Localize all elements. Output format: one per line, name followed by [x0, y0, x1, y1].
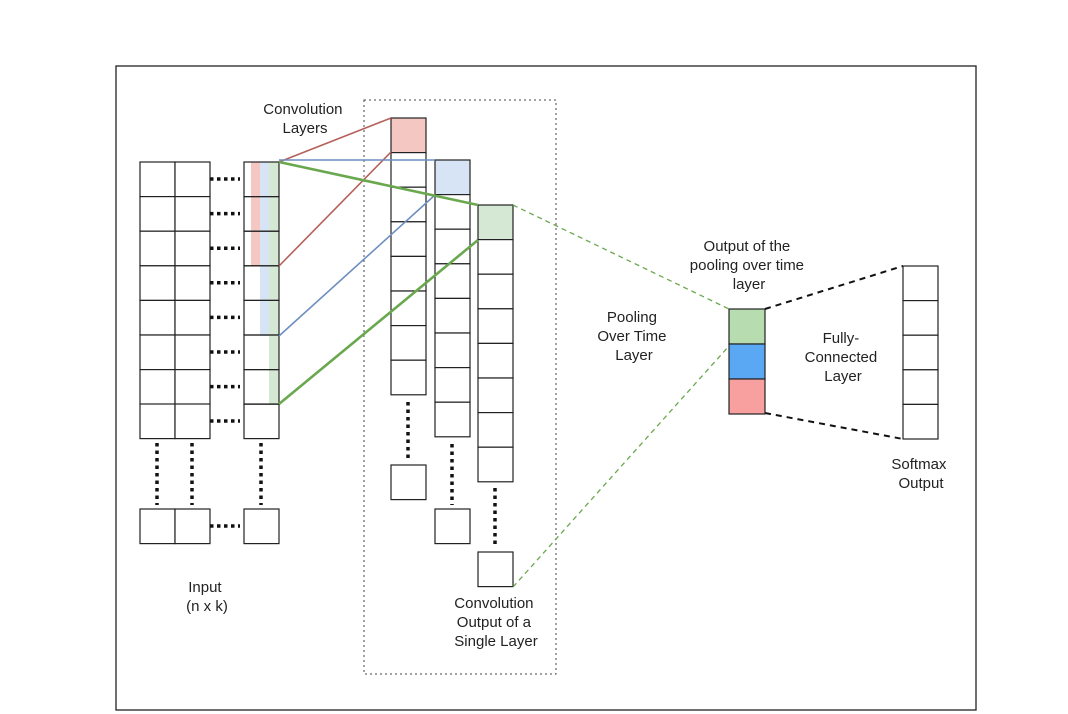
- conv-output-cell: [477, 342, 514, 379]
- conv-output-cell: [434, 508, 471, 545]
- softmax-output-label: Softmax Output: [891, 456, 950, 492]
- green-filter-line: [278, 160, 479, 207]
- pooled-green-cell: [728, 308, 766, 345]
- fully-connected-dashed-line: [764, 265, 904, 310]
- input-label: Input (n x k): [186, 579, 228, 615]
- conv-output-cell: [434, 332, 471, 369]
- convolution-output-columns: [390, 117, 514, 588]
- conv-output-cell: [477, 446, 514, 483]
- conv-output-cell: [477, 412, 514, 448]
- softmax-output-cell: [902, 334, 939, 371]
- conv-output-cell: [390, 221, 427, 258]
- softmax-output-cell: [902, 369, 939, 405]
- conv-output-cell: [390, 359, 427, 396]
- conv-output-cell: [477, 551, 514, 588]
- input-cell: [174, 265, 211, 301]
- input-cell: [243, 508, 280, 545]
- softmax-output-vector: [902, 265, 939, 440]
- fully-connected-label: Fully- Connected Layer: [805, 330, 882, 385]
- filter-connections: [278, 117, 904, 588]
- conv-output-cell: [477, 273, 514, 310]
- input-cell: [174, 299, 211, 336]
- input-cell: [174, 230, 211, 267]
- conv-output-cell: [390, 152, 427, 188]
- red-filter-highlight: [251, 162, 261, 266]
- red-conv-output-cell: [390, 117, 427, 154]
- input-cell: [174, 508, 211, 545]
- conv-output-cell: [434, 401, 471, 438]
- pooling-dashed-line: [512, 345, 730, 588]
- green-conv-output-cell: [477, 204, 514, 241]
- conv-output-cell: [434, 228, 471, 265]
- frame: [115, 65, 977, 711]
- input-cell: [174, 196, 211, 232]
- input-cell: [139, 508, 176, 545]
- input-cell: [139, 403, 176, 440]
- softmax-output-cell: [902, 300, 939, 336]
- conv-output-cell: [434, 263, 471, 299]
- input-cell: [139, 230, 176, 267]
- input-cell: [139, 334, 176, 371]
- pooled-red-cell: [728, 378, 766, 415]
- softmax-output-cell: [902, 265, 939, 302]
- softmax-output-cell: [902, 403, 939, 440]
- conv-output-cell: [390, 464, 427, 501]
- conv-output-cell: [390, 255, 427, 292]
- convolution-layers-label: Convolution Layers: [263, 101, 346, 137]
- conv-output-cell: [477, 308, 514, 344]
- red-filter-line: [278, 117, 392, 163]
- conv-output-cell: [390, 325, 427, 361]
- input-cell: [139, 265, 176, 301]
- pooling-output-vector: [728, 308, 766, 415]
- conv-output-cell: [477, 377, 514, 414]
- fully-connected-dashed-line: [764, 412, 904, 440]
- blue-conv-output-cell: [434, 159, 471, 196]
- green-filter-line: [278, 238, 479, 406]
- conv-output-cell: [434, 297, 471, 334]
- pooling-over-time-label: Pooling Over Time Layer: [597, 309, 670, 364]
- input-cell: [174, 369, 211, 405]
- input-cell: [139, 299, 176, 336]
- blue-filter-highlight: [260, 162, 270, 336]
- input-cell: [174, 403, 211, 440]
- input-cell: [174, 334, 211, 371]
- input-cell: [174, 161, 211, 198]
- pooling-dashed-line: [512, 204, 730, 310]
- conv-output-cell: [477, 239, 514, 275]
- pooling-output-label: Output of the pooling over time layer: [690, 238, 808, 293]
- input-cell: [243, 403, 280, 440]
- conv-output-container: [363, 99, 557, 675]
- pooled-blue-cell: [728, 343, 766, 380]
- input-matrix: [139, 161, 280, 545]
- green-filter-highlight: [269, 162, 279, 404]
- input-cell: [139, 161, 176, 198]
- blue-filter-line: [278, 194, 436, 337]
- input-cell: [139, 196, 176, 232]
- input-cell: [139, 369, 176, 405]
- conv-output-cell: [434, 367, 471, 403]
- convolution-output-label: Convolution Output of a Single Layer: [454, 595, 537, 650]
- red-filter-line: [278, 151, 392, 267]
